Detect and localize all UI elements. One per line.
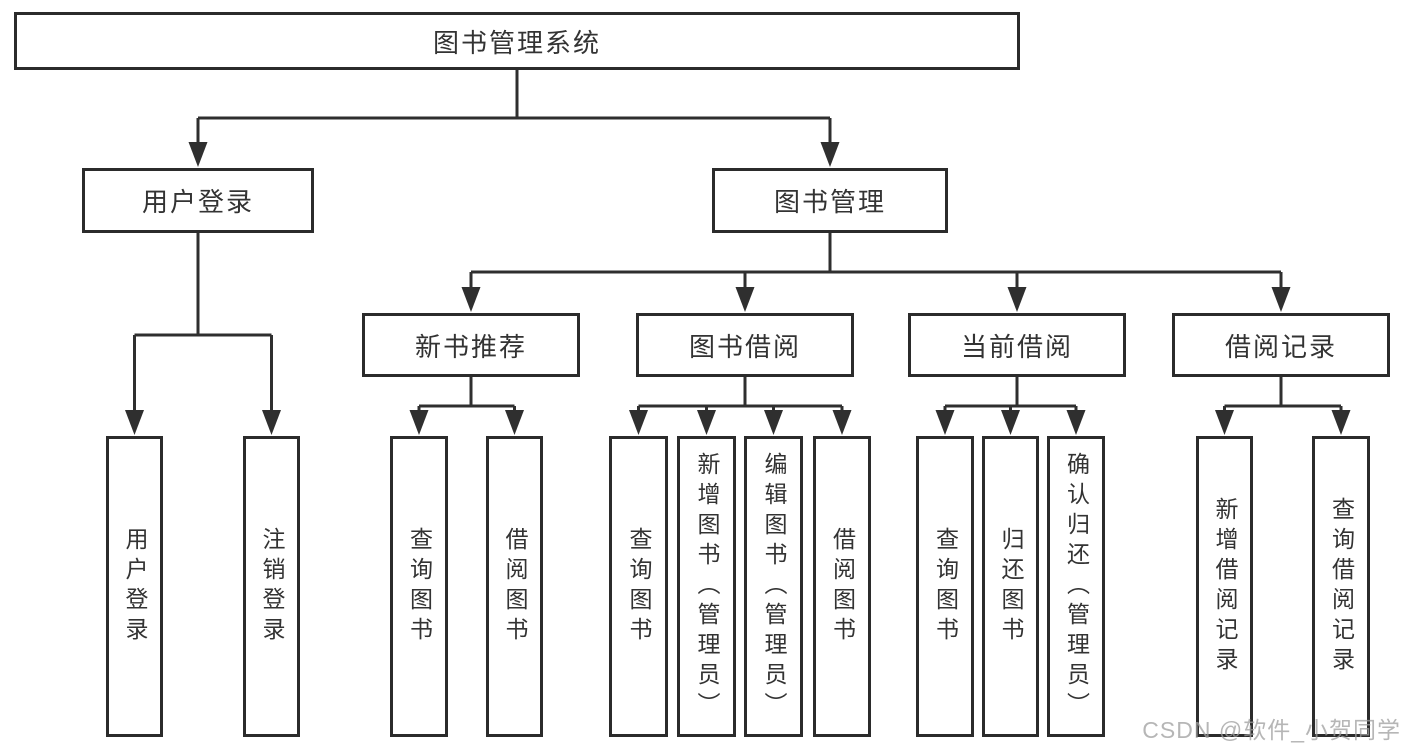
arrowhead-icon — [505, 410, 524, 435]
arrowhead-icon — [125, 410, 144, 435]
node-cb-return: 归还图书 — [982, 436, 1039, 737]
node-bb-query: 查询图书 — [609, 436, 668, 737]
arrowhead-icon — [188, 142, 208, 167]
arrowhead-icon — [629, 410, 648, 435]
node-borrow-records: 借阅记录 — [1172, 313, 1390, 377]
node-bb-add: 新增图书（管理员） — [677, 436, 736, 737]
node-bb-borrow: 借阅图书 — [813, 436, 871, 737]
node-book-mgmt: 图书管理 — [712, 168, 948, 233]
node-current-borrow: 当前借阅 — [908, 313, 1126, 377]
node-login-leaf: 用户登录 — [106, 436, 163, 737]
arrowhead-icon — [935, 410, 955, 435]
watermark-text: CSDN @软件_小贺同学 — [1142, 717, 1401, 743]
node-cb-query: 查询图书 — [916, 436, 974, 737]
node-new-book-rec: 新书推荐 — [362, 313, 580, 377]
node-logout-leaf: 注销登录 — [243, 436, 300, 737]
node-root: 图书管理系统 — [14, 12, 1020, 70]
arrowhead-icon — [1001, 410, 1020, 435]
arrowhead-icon — [1007, 287, 1027, 312]
node-br-add: 新增借阅记录 — [1196, 436, 1253, 737]
arrowhead-icon — [820, 142, 840, 167]
node-cb-confirm: 确认归还（管理员） — [1047, 436, 1105, 737]
arrowhead-icon — [1066, 410, 1086, 435]
arrowhead-icon — [262, 410, 281, 435]
arrowhead-icon — [1331, 410, 1351, 435]
arrowhead-icon — [1271, 287, 1291, 312]
node-bb-edit: 编辑图书（管理员） — [744, 436, 803, 737]
arrowhead-icon — [735, 287, 755, 312]
arrowhead-icon — [461, 287, 481, 312]
arrowhead-icon — [832, 410, 852, 435]
arrowhead-icon — [409, 410, 429, 435]
node-nbr-query: 查询图书 — [390, 436, 448, 737]
arrowhead-icon — [697, 410, 716, 435]
node-book-borrow: 图书借阅 — [636, 313, 854, 377]
arrowhead-icon — [764, 410, 783, 435]
arrowhead-icon — [1215, 410, 1234, 435]
node-user-login: 用户登录 — [82, 168, 314, 233]
node-br-query: 查询借阅记录 — [1312, 436, 1370, 737]
node-nbr-borrow: 借阅图书 — [486, 436, 543, 737]
